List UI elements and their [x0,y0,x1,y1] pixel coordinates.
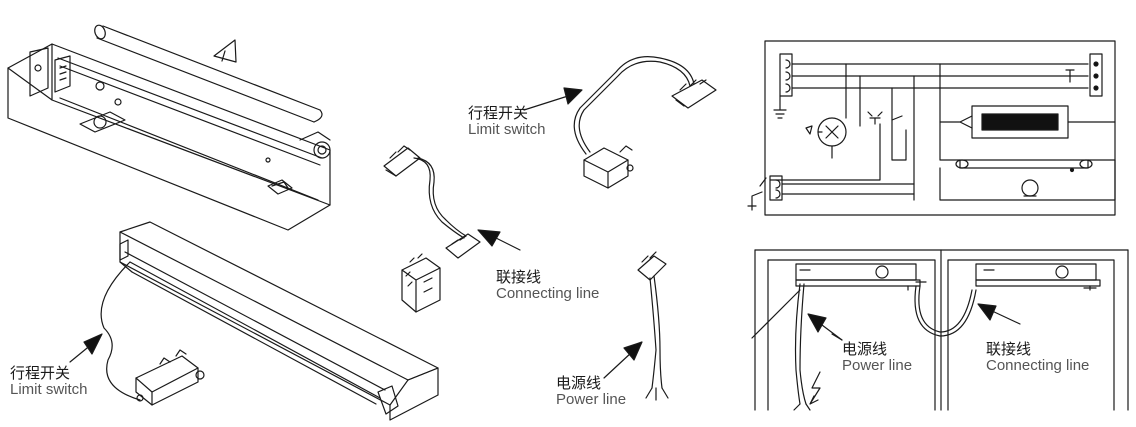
connecting-line-zh: 联接线 [496,269,542,286]
limit-switch-zh: 行程开关 [468,105,529,122]
assembled-lamp-fixture-icon [69,221,439,421]
connecting-line-zh: 联接线 [986,341,1032,358]
power-line-en: Power line [842,357,913,374]
connecting-line-en: Connecting line [496,285,600,302]
limit-switch-zh: 行程开关 [10,365,71,382]
power-cable-icon [603,251,669,401]
connecting-line-en: Connecting line [986,357,1090,374]
limit-switch-icon [523,56,717,189]
power-line-label-mid: 电源线 Power line [556,376,626,408]
power-line-label-right: 电源线 Power line [842,342,912,374]
limit-switch-label-top: 行程开关 Limit switch [468,106,546,138]
connecting-line-label-right: 联接线 Connecting line [986,342,1089,374]
power-line-zh: 电源线 [842,341,888,358]
power-line-arrow-icon [831,333,843,341]
power-line-en: Power line [556,391,627,408]
connecting-cable-icon [383,145,521,313]
limit-switch-en: Limit switch [10,381,88,398]
connecting-line-label-mid: 联接线 Connecting line [496,270,599,302]
power-line-zh: 电源线 [556,375,602,392]
cabinet-installation-icon [751,249,1129,411]
limit-switch-en: Limit switch [468,121,546,138]
exploded-lamp-fixture-icon [7,24,331,231]
limit-switch-label-bottom: 行程开关 Limit switch [10,366,88,398]
wiring-schematic-icon [747,40,1116,216]
